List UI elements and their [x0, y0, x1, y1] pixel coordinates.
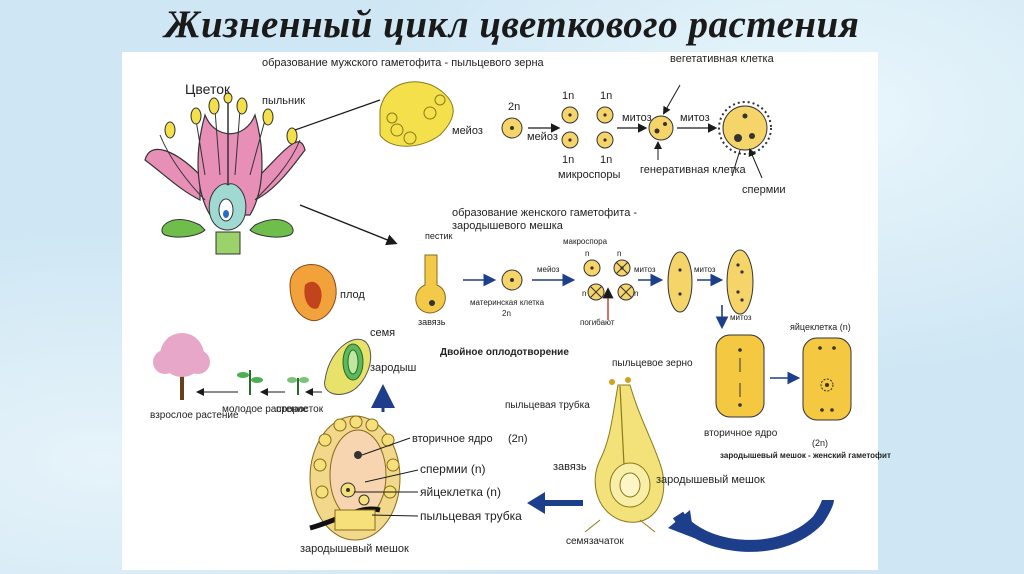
sperms-n-label: спермии (n) [420, 462, 486, 476]
n-label-a: n [585, 249, 589, 258]
flower-drawing [144, 92, 306, 255]
double-fertilization-label: Двойное оплодотворение [440, 347, 569, 358]
mitosis-f3-label: митоз [730, 313, 752, 322]
seed-drawing [324, 338, 372, 395]
macrospores [583, 259, 635, 301]
sprout-label: проросток [276, 404, 324, 415]
female-title-2: зародышевого мешка [452, 220, 564, 232]
n-label-c: n [582, 289, 586, 298]
embryo-sacs-female [715, 334, 852, 421]
embryo-sac-f-label: зародышевый мешок - женский гаметофит [720, 451, 891, 460]
n-label-d: n [634, 289, 638, 298]
embryo-sac-mid-label: зародышевый мешок [656, 474, 765, 486]
secondary-nucleus-f-label: вторичное ядро [704, 428, 778, 439]
fruit-label: плод [340, 289, 365, 301]
ovule-drawing [309, 415, 401, 541]
vegetative-cell-text: вегетативная клетка [670, 53, 775, 65]
adult-plant-label: взрослое растение [150, 410, 239, 421]
secondary-nucleus-label: вторичное ядро [412, 433, 493, 445]
mitosis-label-1: митоз [622, 112, 652, 124]
arrow-to-ovule [527, 492, 583, 514]
egg-cell-label: яйцеклетка (n) [420, 485, 501, 499]
pollen-tube-label: пыльцевая трубка [420, 509, 522, 523]
embryo-label: зародыш [370, 362, 416, 374]
n-label-b: n [617, 249, 621, 258]
generative-cell-label: генеративная клетка [640, 164, 747, 176]
n2-male-label: 2n [508, 101, 520, 113]
young-plant-label: молодое растение [222, 404, 309, 415]
pistil-drawing [584, 377, 665, 533]
microspores-label: микроспоры [558, 169, 620, 181]
vegetative-cell-label: вегетативная клетка [670, 53, 775, 65]
embryo-sac-bottom-label: зародышевый мешок [300, 543, 409, 555]
sperms-label: спермии [742, 184, 786, 196]
egg-cell-f-label: яйцеклетка (n) [790, 322, 851, 332]
anther-label: пыльник [262, 95, 305, 107]
meiosis-label: мейоз [527, 131, 558, 143]
male-gametophyte-title: образование мужского гаметофита - пыльце… [262, 57, 545, 69]
female-title-1: образование женского гаметофита - [452, 207, 637, 219]
n1-label-c: 1n [562, 154, 574, 166]
pollen-grain-label: пыльцевое зерно [612, 358, 693, 369]
anther-section [379, 81, 454, 147]
meiosis-f-label: мейоз [537, 265, 560, 274]
macrospore-label: макроспора [563, 237, 608, 246]
ovule-label: семязачаток [566, 536, 624, 547]
n1-label-d: 1n [600, 154, 612, 166]
mitosis-f1-label: митоз [634, 265, 656, 274]
secondary-2n-label: (2n) [508, 433, 528, 445]
pistil-label: пестик [425, 231, 453, 241]
ovary-small-label: завязь [418, 317, 446, 327]
ovary-label: завязь [553, 461, 587, 473]
adult-plant-tree [153, 333, 210, 400]
mother-2n-label: 2n [502, 309, 511, 318]
seed-label: семя [370, 327, 395, 339]
page-title: Жизненный цикл цветкового растения [164, 3, 860, 46]
pollen-tube-top-label: пыльцевая трубка [505, 399, 590, 411]
meiosis-blob-label: мейоз [452, 125, 483, 137]
curved-arrow [672, 499, 834, 552]
n2-f-label: (2n) [812, 438, 828, 448]
young-plant [237, 370, 263, 395]
die-label: погибают [580, 318, 615, 327]
mitosis-f2-label: митоз [694, 265, 716, 274]
flower-label: Цветок [185, 81, 231, 97]
n1-label-b: 1n [600, 90, 612, 102]
fruit-drawing [289, 264, 337, 322]
male-cells [501, 101, 772, 155]
n1-label-a: 1n [562, 90, 574, 102]
sprout [287, 377, 309, 395]
mother-cell-label: материнская клетка [470, 298, 545, 307]
mitosis-label-2: митоз [680, 112, 710, 124]
